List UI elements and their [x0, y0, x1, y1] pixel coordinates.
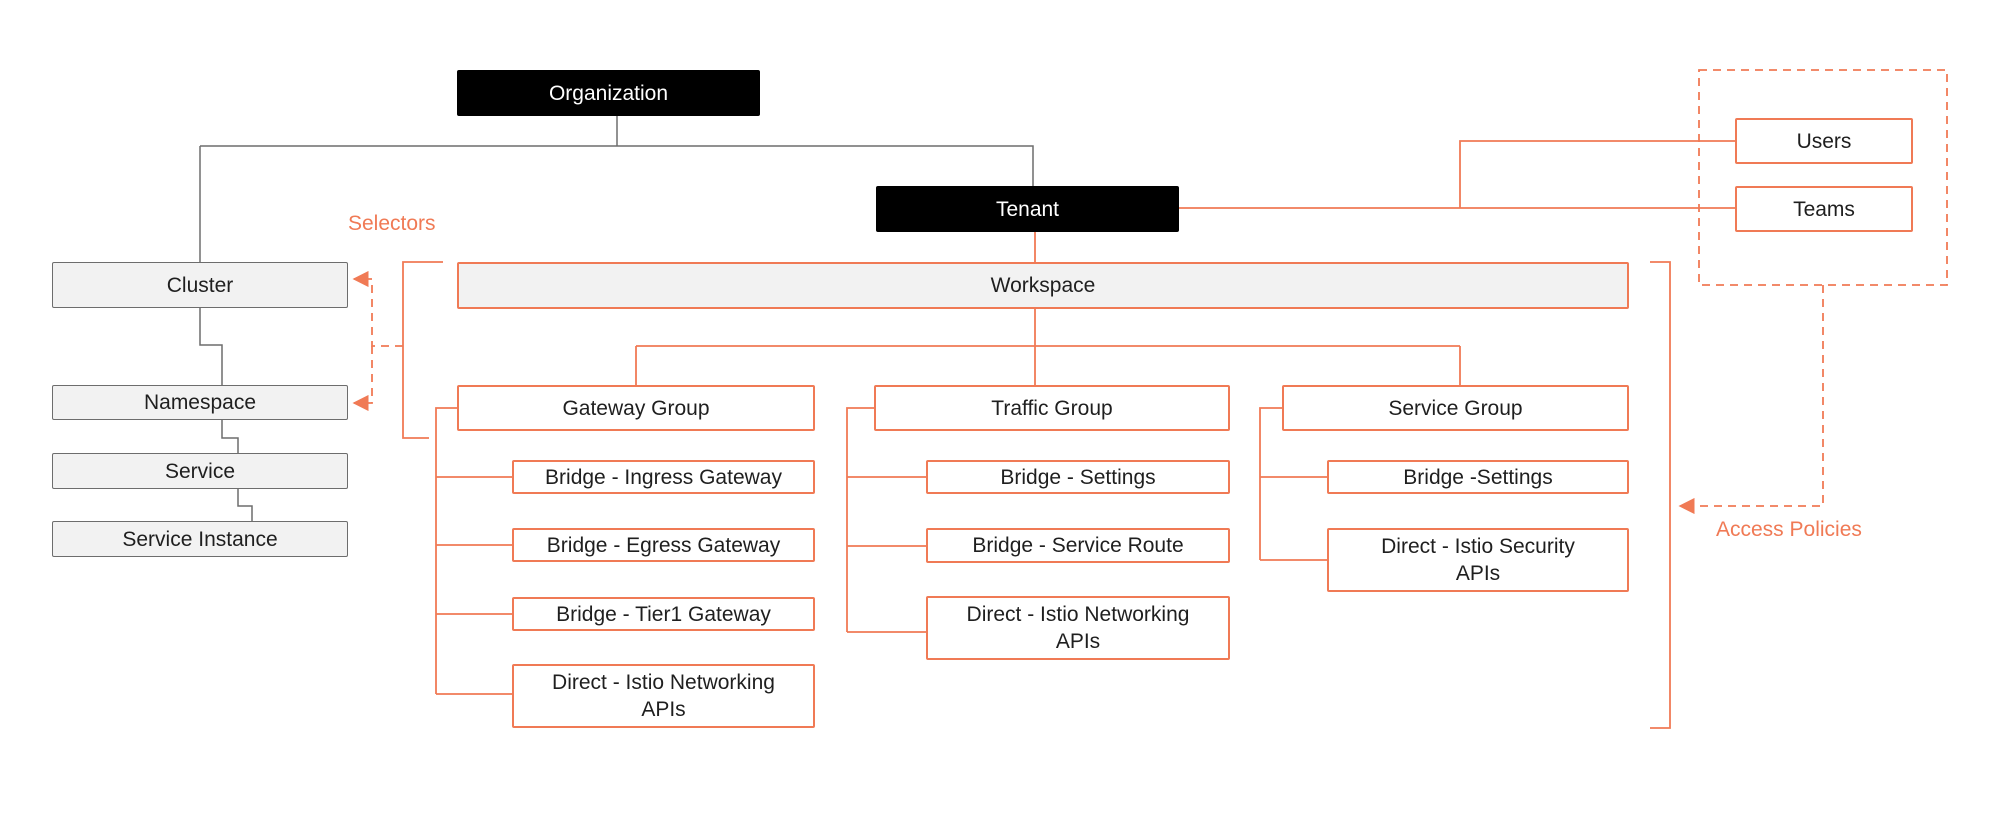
traffic-children-line: [846, 407, 926, 633]
workspace-node: Workspace: [457, 262, 1629, 309]
namespace-to-service-line: [221, 420, 239, 453]
namespace-node: Namespace: [52, 385, 348, 420]
org-links: [199, 116, 1034, 521]
users-teams-group: [1698, 69, 1948, 286]
access-policies-bracket: [1650, 261, 1671, 729]
service-settings-node: Bridge -Settings: [1327, 460, 1629, 494]
tenant-node: Tenant: [876, 186, 1179, 232]
tenant-links: [402, 140, 1735, 729]
service-to-instance-line: [237, 489, 253, 521]
gateway-ingress-node: Bridge - Ingress Gateway: [512, 460, 815, 494]
service-security-node: Direct - Istio Security APIs: [1327, 528, 1629, 592]
cluster-node: Cluster: [52, 262, 348, 308]
selectors-bracket: [402, 261, 443, 439]
service-group-children-line: [1259, 407, 1327, 561]
selectors-to-cluster-arrow: [352, 270, 403, 347]
service-node: Service: [52, 453, 348, 489]
dashed-links: [352, 69, 1948, 515]
access-policies-label: Access Policies: [1716, 518, 1862, 541]
traffic-route-node: Bridge - Service Route: [926, 528, 1230, 563]
cluster-to-namespace-line: [199, 308, 223, 385]
service-instance-node: Service Instance: [52, 521, 348, 557]
service-group-node: Service Group: [1282, 385, 1629, 431]
gateway-egress-node: Bridge - Egress Gateway: [512, 528, 815, 562]
traffic-group-node: Traffic Group: [874, 385, 1230, 431]
selectors-label: Selectors: [348, 212, 436, 235]
organization-node: Organization: [457, 70, 760, 116]
traffic-istio-node: Direct - Istio Networking APIs: [926, 596, 1230, 660]
traffic-settings-node: Bridge - Settings: [926, 460, 1230, 494]
gateway-group-node: Gateway Group: [457, 385, 815, 431]
selectors-to-namespace-arrow: [352, 346, 373, 412]
org-branch-line: [200, 145, 1034, 186]
access-policies-arrow: [1678, 285, 1824, 515]
teams-node: Teams: [1735, 186, 1913, 232]
users-node: Users: [1735, 118, 1913, 164]
gateway-tier1-node: Bridge - Tier1 Gateway: [512, 597, 815, 631]
gateway-children-line: [435, 407, 512, 695]
gateway-istio-node: Direct - Istio Networking APIs: [512, 664, 815, 728]
users-branch-line: [1459, 140, 1735, 208]
